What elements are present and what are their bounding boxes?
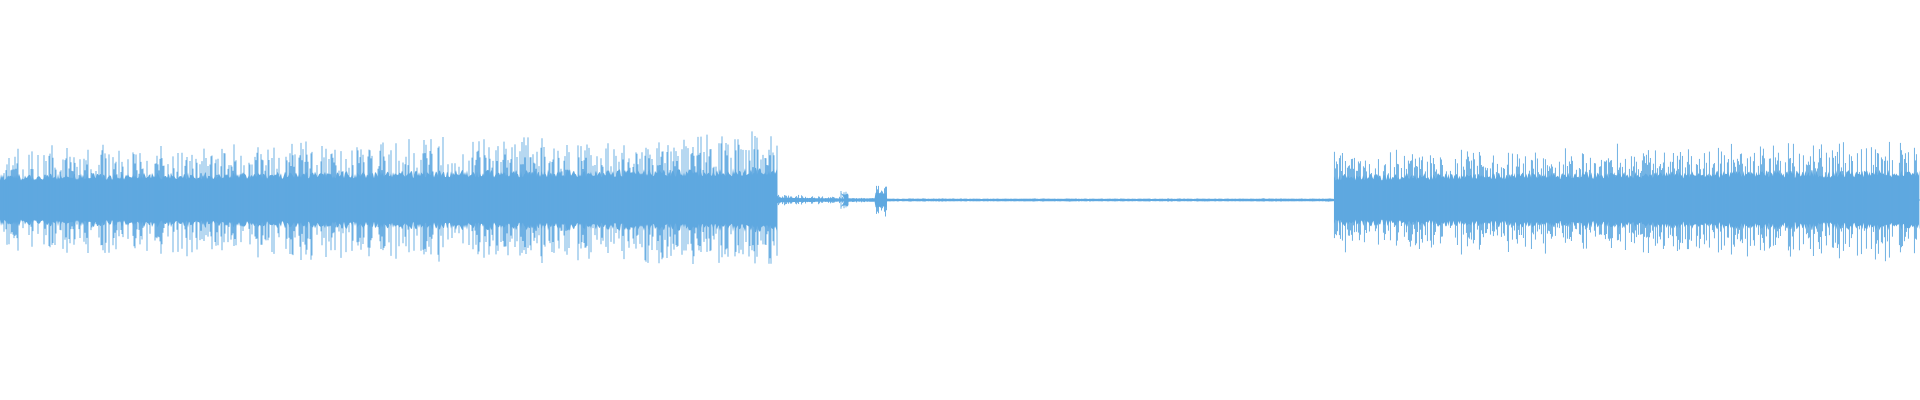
near-silence bbox=[889, 198, 1335, 202]
blip-1 bbox=[840, 191, 849, 209]
audio-segment-2 bbox=[1333, 141, 1917, 262]
quiet-segment-2 bbox=[848, 197, 876, 203]
audio-segment-1 bbox=[3, 131, 778, 264]
waveform-spikes bbox=[3, 131, 1917, 264]
blip-2 bbox=[876, 185, 887, 217]
quiet-segment-1 bbox=[777, 194, 844, 206]
